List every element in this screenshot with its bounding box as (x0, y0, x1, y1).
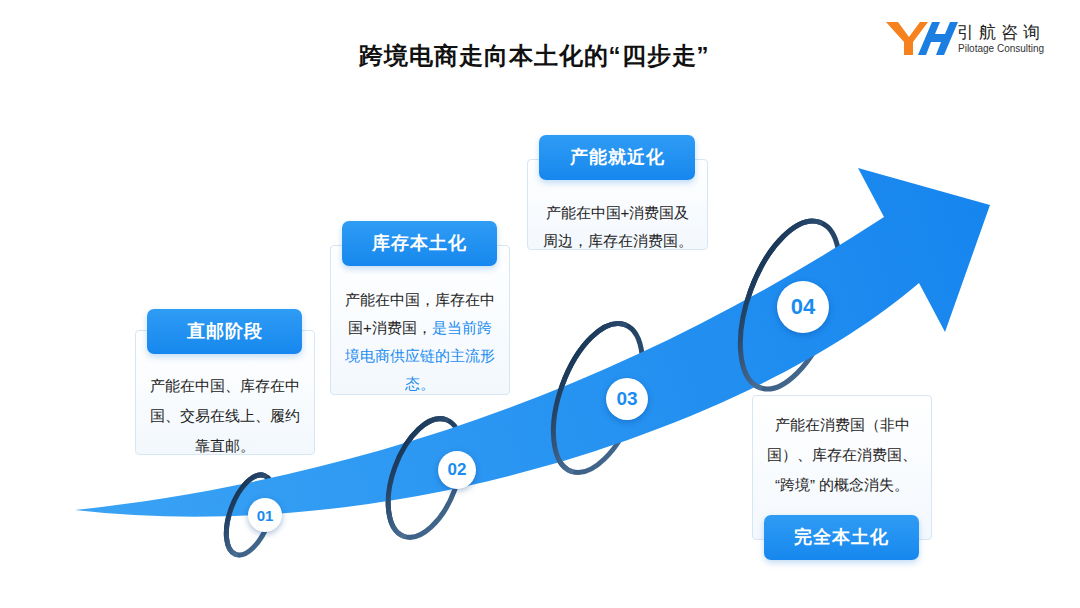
stage-description: 产能在中国+消费国及周边，库存在消费国。 (539, 199, 696, 255)
step-number-circle: 02 (438, 451, 476, 489)
step-number-circle: 01 (248, 498, 282, 532)
ring-front (720, 208, 820, 388)
step-number: 02 (448, 460, 467, 480)
logo-mark-blue (918, 22, 958, 55)
brand-name: 引航咨询 (957, 21, 1045, 44)
stage-card: 产能就近化产能在中国+消费国及周边，库存在消费国。 (527, 135, 708, 250)
description-text: 产能在中国+消费国及周边，库存在消费国。 (543, 204, 693, 249)
stage-description: 产能在中国，库存在中国+消费国，是当前跨境电商供应链的主流形态。 (342, 286, 498, 398)
step-number: 03 (616, 388, 637, 410)
description-text: 产能在中国、库存在中国、交易在线上、履约靠直邮。 (150, 377, 300, 454)
stage-card: 直邮阶段产能在中国、库存在中国、交易在线上、履约靠直邮。 (135, 309, 315, 455)
step-number-circle: 04 (777, 281, 829, 333)
stage-heading: 产能就近化 (539, 135, 695, 180)
ring-front (374, 409, 446, 536)
step-number: 01 (257, 507, 274, 524)
stage-heading: 完全本土化 (764, 515, 919, 560)
stage-card: 库存本土化产能在中国，库存在中国+消费国，是当前跨境电商供应链的主流形态。 (330, 221, 510, 395)
description-text: 产能在消费国（非中国）、库存在消费国、“跨境” 的概念消失。 (767, 416, 917, 493)
stage-description: 产能在中国、库存在中国、交易在线上、履约靠直邮。 (147, 371, 303, 461)
stage-description: 产能在消费国（非中国）、库存在消费国、“跨境” 的概念消失。 (764, 410, 920, 500)
step-number-circle: 03 (606, 378, 648, 420)
logo-mark (886, 22, 958, 55)
stage-heading: 直邮阶段 (147, 309, 302, 354)
brand-name: Pilotage Consulting (958, 43, 1044, 54)
stage-card: 完全本土化 产能在消费国（非中国）、库存在消费国、“跨境” 的概念消失。 (752, 395, 932, 560)
step-number: 04 (791, 294, 815, 320)
stage-heading: 库存本土化 (342, 221, 497, 266)
diagram-title: 跨境电商走向本土化的“四步走” (0, 40, 1068, 72)
